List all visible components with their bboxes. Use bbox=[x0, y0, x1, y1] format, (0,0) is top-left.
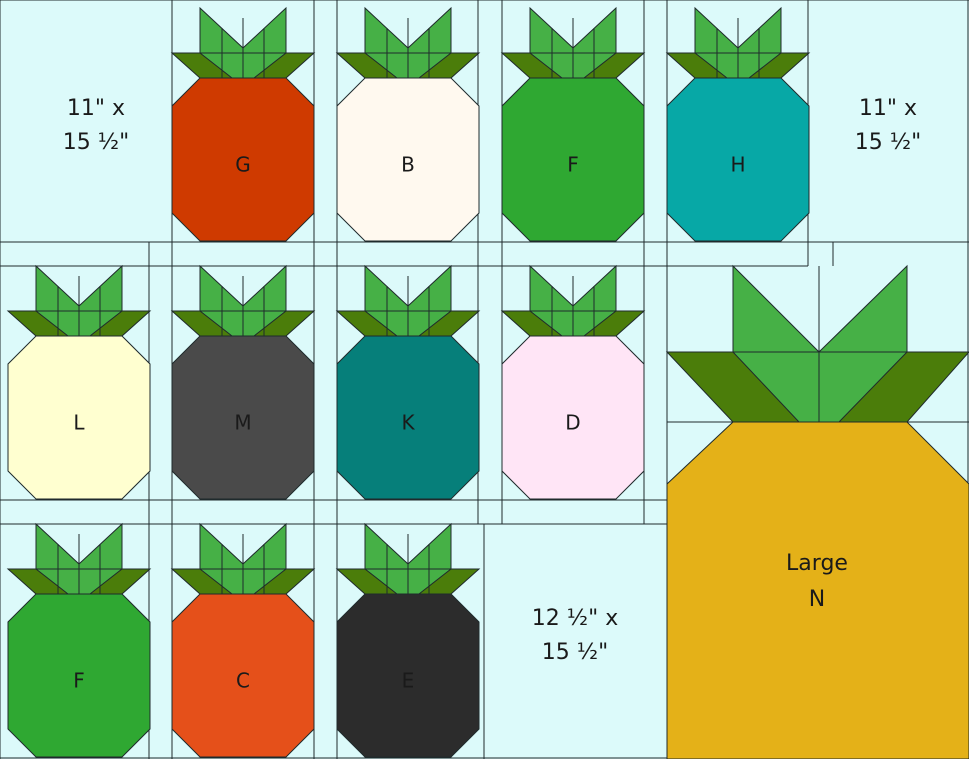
block-fabric-label: H bbox=[730, 153, 745, 177]
block-fabric-label: F bbox=[73, 669, 85, 693]
block-fabric-label: G bbox=[235, 153, 251, 177]
left-top-dimension: 15 ½" bbox=[63, 130, 129, 155]
block-fabric-label: F bbox=[567, 153, 579, 177]
large-block-label: Large bbox=[786, 551, 848, 576]
block-fabric-label: D bbox=[565, 411, 580, 435]
block-fabric-label: E bbox=[402, 669, 415, 693]
right-top-dimension: 11" x bbox=[859, 96, 917, 121]
block-fabric-label: K bbox=[401, 411, 415, 435]
block-fabric-label: M bbox=[234, 411, 251, 435]
block-fabric-label: B bbox=[401, 153, 415, 177]
large-block-label: N bbox=[809, 587, 825, 612]
left-top-dimension: 11" x bbox=[67, 96, 125, 121]
block-fabric-label: L bbox=[73, 411, 85, 435]
right-top-dimension: 15 ½" bbox=[855, 130, 921, 155]
bottom-mid-dimension: 15 ½" bbox=[542, 640, 608, 665]
block-fabric-label: C bbox=[236, 669, 250, 693]
bottom-mid-dimension: 12 ½" x bbox=[532, 606, 618, 631]
